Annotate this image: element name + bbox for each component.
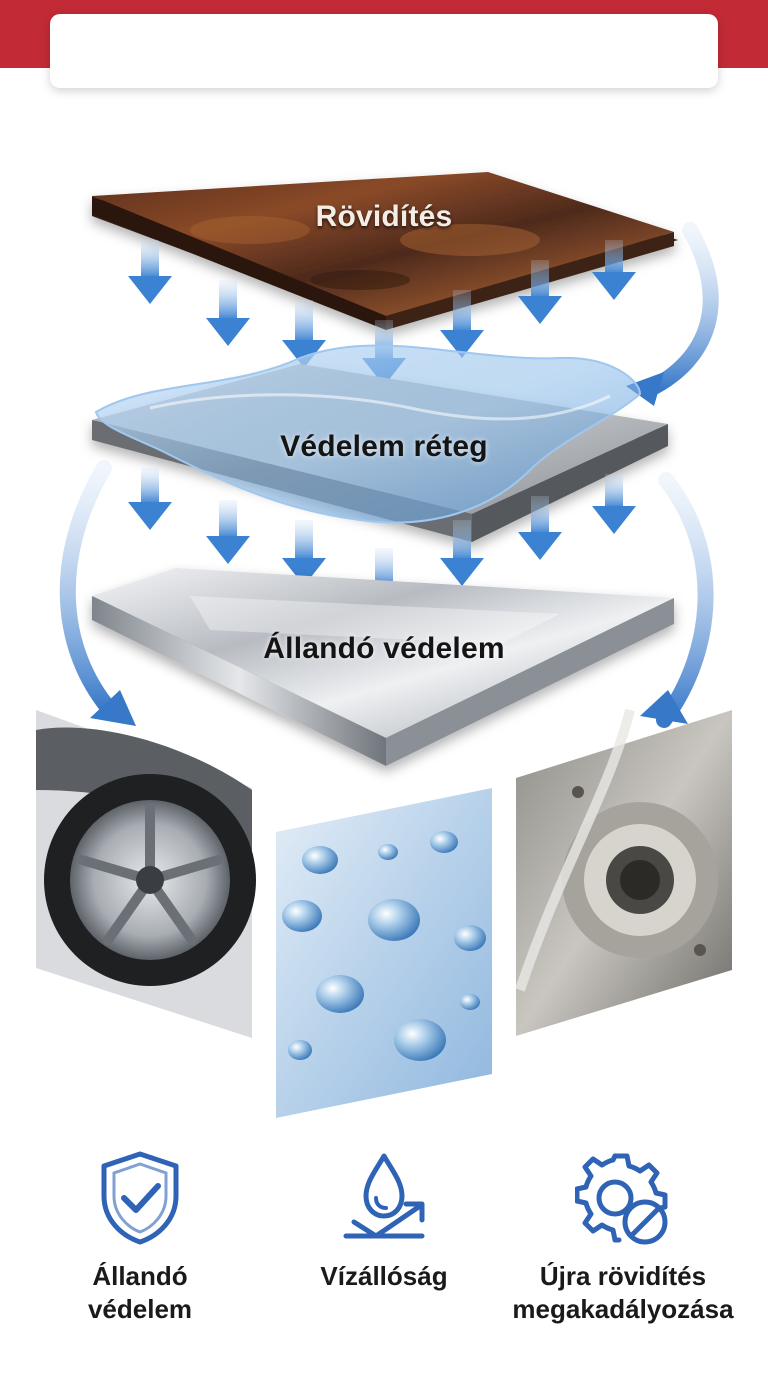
feature-label-line1: Állandó [92, 1261, 188, 1291]
gear-no-icon [575, 1153, 668, 1245]
arrow-row-upper [128, 240, 636, 386]
features-row: Állandó védelem Vízállóság Újra rövidíté… [0, 1150, 768, 1350]
feature-permanent-protection: Állandó védelem [40, 1150, 240, 1326]
curved-arrow-left [59, 460, 136, 726]
car-wheel-image [36, 710, 256, 1038]
layer-label-rust: Rövidítés [315, 200, 453, 233]
water-droplets-image [276, 788, 492, 1118]
curved-arrow-right [640, 472, 714, 728]
layer-illustration [36, 172, 732, 1118]
curved-arrow-top-right [626, 222, 719, 406]
feature-label-line1: Újra rövidítés [539, 1261, 707, 1291]
glass-film [94, 344, 642, 524]
feature-label-line2: megakadályozása [512, 1294, 734, 1324]
arrow-row-lower [128, 468, 636, 614]
shield-check-icon [101, 1151, 179, 1245]
feature-prevent-recurrence: Újra rövidítés megakadályozása [488, 1150, 758, 1326]
feature-label-line2: védelem [87, 1294, 193, 1324]
water-drop-arrow-icon [343, 1153, 425, 1239]
permanent-protection-plate [92, 568, 674, 766]
rust-plate [92, 172, 678, 330]
layer-label-protection: Védelem réteg [280, 430, 488, 463]
title-card [50, 14, 718, 88]
layer-label-permanent: Állandó védelem [263, 632, 505, 665]
metal-part-image [515, 708, 732, 1036]
feature-waterproof: Vízállóság [284, 1150, 484, 1293]
feature-label-line1: Vízállóság [320, 1261, 448, 1291]
